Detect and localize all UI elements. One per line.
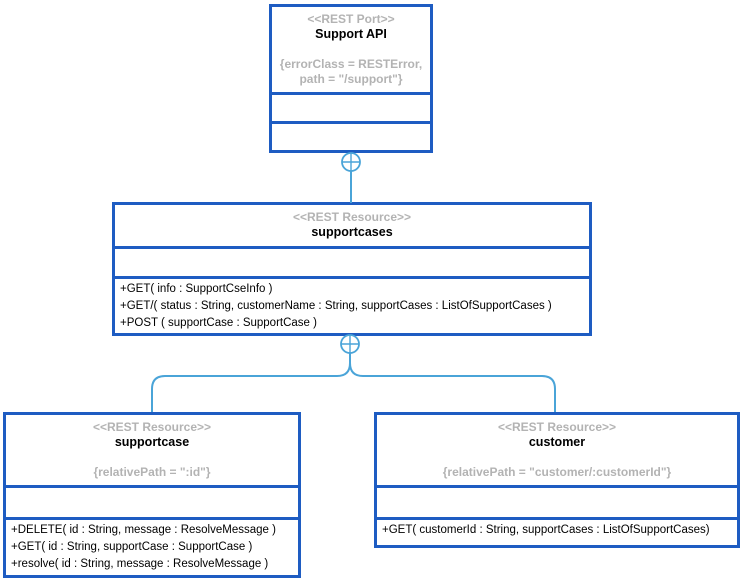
supportcase-operations-compartment: +DELETE( id : String, message : ResolveM… <box>6 517 298 575</box>
operation: +DELETE( id : String, message : ResolveM… <box>11 524 276 536</box>
containment-plus-icon-port <box>341 152 361 172</box>
operation: +GET( id : String, supportCase : Support… <box>11 541 253 553</box>
class-box-support-api: <<REST Port>> Support API {errorClass = … <box>269 4 433 153</box>
support-api-stereotype: <<REST Port>> <box>307 12 395 26</box>
customer-attributes-compartment <box>377 485 737 517</box>
support-api-operations-compartment <box>272 121 430 150</box>
class-box-supportcase: <<REST Resource>> supportcase {relativeP… <box>3 412 301 578</box>
operation: +GET( customerId : String, supportCases … <box>382 524 710 536</box>
supportcase-constraint: {relativePath = ":id"} <box>93 465 211 479</box>
supportcase-title-compartment: <<REST Resource>> supportcase {relativeP… <box>6 415 298 485</box>
operation: +GET( info : SupportCseInfo ) <box>120 283 273 295</box>
supportcase-name: supportcase <box>114 435 190 449</box>
supportcase-stereotype: <<REST Resource>> <box>92 420 212 434</box>
supportcases-operations-compartment: +GET( info : SupportCseInfo ) +GET/( sta… <box>115 276 589 333</box>
class-box-supportcases: <<REST Resource>> supportcases +GET( inf… <box>112 202 592 336</box>
supportcase-attributes-compartment <box>6 485 298 517</box>
customer-stereotype: <<REST Resource>> <box>497 420 617 434</box>
supportcases-title-compartment: <<REST Resource>> supportcases <box>115 205 589 246</box>
supportcases-name: supportcases <box>311 225 393 239</box>
support-api-attributes-compartment <box>272 92 430 121</box>
customer-name: customer <box>528 435 586 449</box>
supportcases-attributes-compartment <box>115 246 589 276</box>
support-api-name: Support API <box>315 27 387 41</box>
customer-operations-compartment: +GET( customerId : String, supportCases … <box>377 517 737 545</box>
customer-constraint: {relativePath = "customer/:customerId"} <box>442 465 672 479</box>
connector-branch-to-customer <box>349 353 556 412</box>
support-api-title-compartment: <<REST Port>> Support API {errorClass = … <box>272 7 430 92</box>
operation: +resolve( id : String, message : Resolve… <box>11 558 269 570</box>
supportcases-stereotype: <<REST Resource>> <box>292 210 412 224</box>
class-box-customer: <<REST Resource>> customer {relativePath… <box>374 412 740 548</box>
operation: +POST ( supportCase : SupportCase ) <box>120 317 317 329</box>
customer-title-compartment: <<REST Resource>> customer {relativePath… <box>377 415 737 485</box>
containment-plus-icon-supportcases <box>340 334 360 354</box>
support-api-constraint: {errorClass = RESTError, path = "/suppor… <box>279 57 423 86</box>
connector-branch-to-supportcase <box>151 353 351 412</box>
operation: +GET/( status : String, customerName : S… <box>120 300 552 312</box>
